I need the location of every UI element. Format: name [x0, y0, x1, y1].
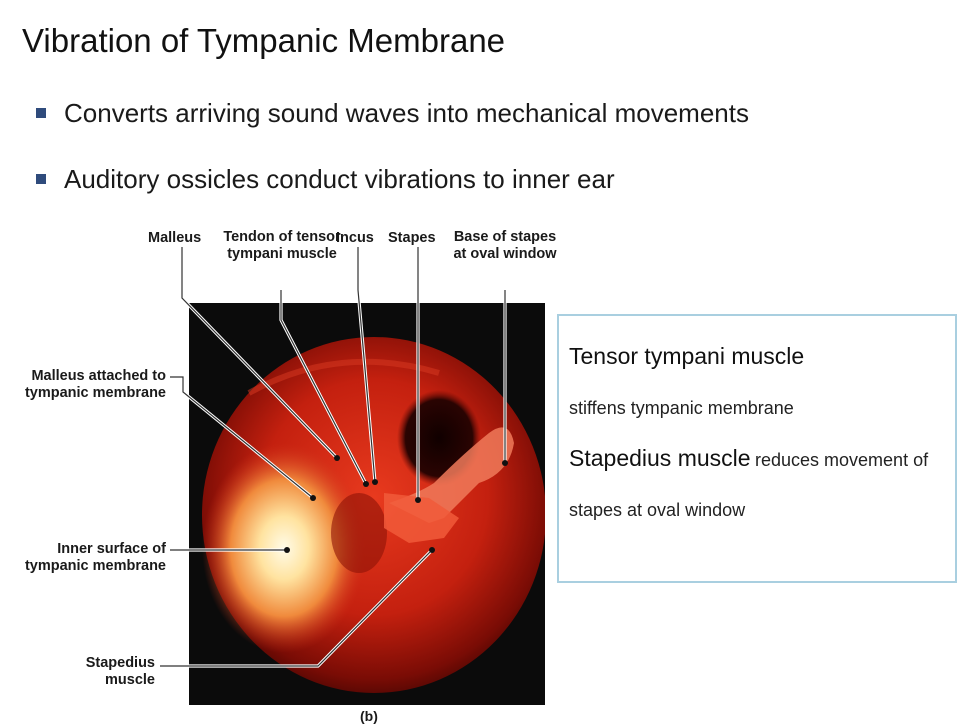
callout-box: Tensor tympani muscle stiffens tympanic …	[557, 314, 957, 583]
bullet-text: Converts arriving sound waves into mecha…	[64, 98, 749, 128]
tensor-heading: Tensor tympani muscle	[569, 343, 805, 369]
ear-illustration	[189, 303, 545, 705]
square-bullet-icon	[36, 108, 46, 118]
label-incus: Incus	[336, 230, 374, 246]
figure-label: (b)	[360, 708, 378, 724]
label-malleus-attached: Malleus attached to tympanic membrane	[24, 368, 166, 401]
stapedius-heading: Stapedius muscle	[569, 445, 751, 471]
label-tendon-tensor-tympani: Tendon of tensor tympani muscle	[223, 229, 341, 262]
bullet-list: Converts arriving sound waves into mecha…	[36, 92, 749, 224]
tympanic-membrane-photo	[189, 303, 545, 705]
tensor-text: stiffens tympanic membrane	[569, 398, 794, 418]
square-bullet-icon	[36, 174, 46, 184]
label-stapes: Stapes	[388, 230, 436, 246]
bullet-item: Auditory ossicles conduct vibrations to …	[36, 158, 749, 224]
label-stapedius-muscle: Stapedius muscle	[85, 655, 155, 688]
slide-title: Vibration of Tympanic Membrane	[22, 22, 506, 59]
stapedius-text: reduces movement of stapes at oval windo…	[569, 450, 929, 520]
label-base-of-stapes: Base of stapes at oval window	[453, 229, 557, 262]
bullet-item: Converts arriving sound waves into mecha…	[36, 92, 749, 158]
label-malleus: Malleus	[148, 230, 202, 246]
label-inner-surface: Inner surface of tympanic membrane	[24, 541, 166, 574]
bullet-text: Auditory ossicles conduct vibrations to …	[64, 164, 615, 194]
